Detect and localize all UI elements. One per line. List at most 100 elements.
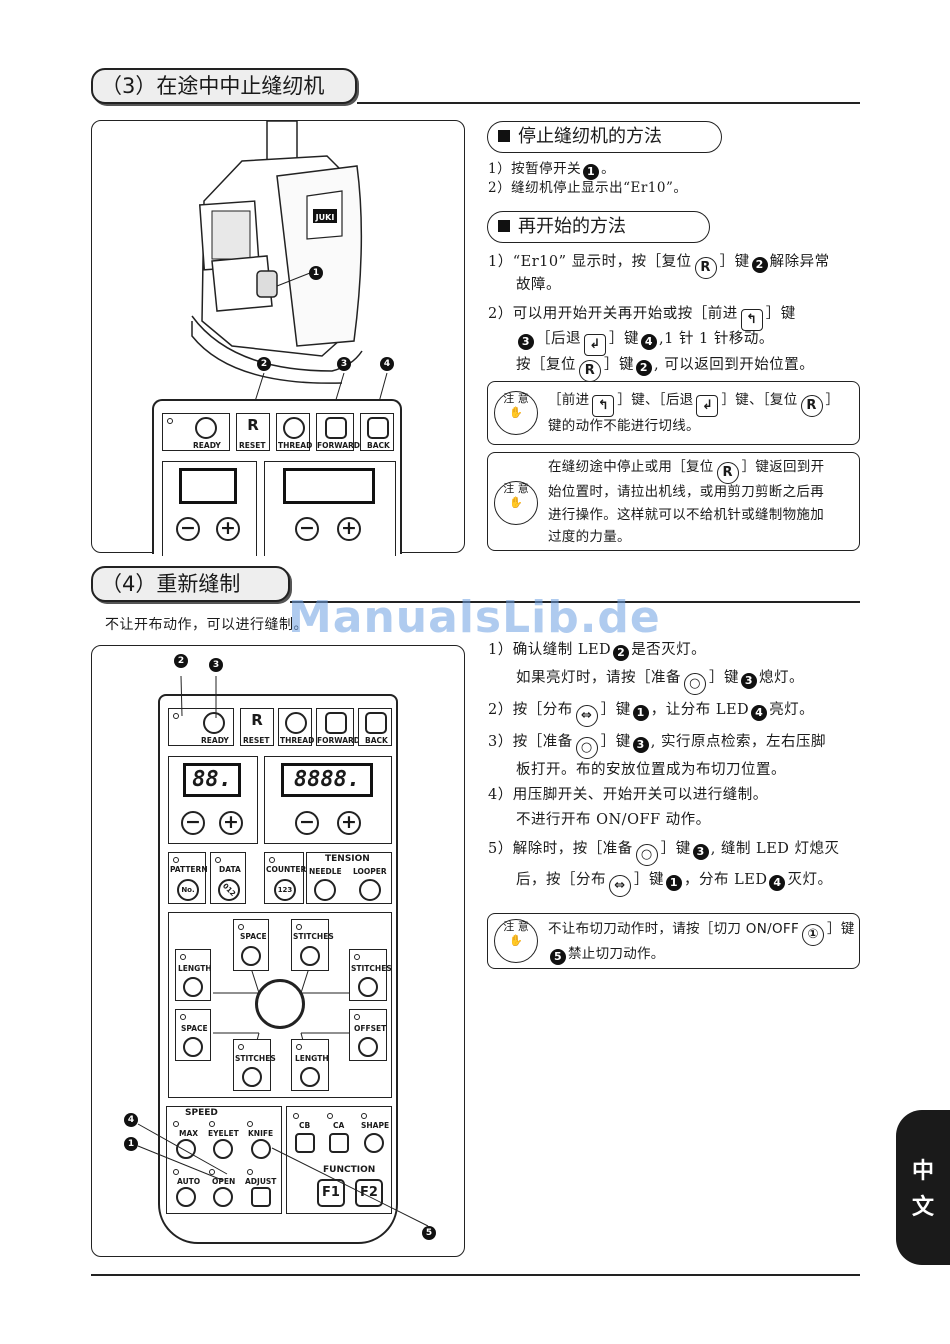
resew-step-4-line1: 4）用压脚开关、开始开关可以进行缝制。 bbox=[488, 787, 768, 803]
square-bullet-icon bbox=[498, 220, 510, 232]
f1-button[interactable]: F1 bbox=[317, 1179, 345, 1207]
auto-icon bbox=[176, 1187, 196, 1207]
stitches-bottom-led bbox=[238, 1044, 244, 1050]
section4-title-text: （4）重新缝制 bbox=[101, 572, 241, 596]
resew-step-4-line2: 不进行开布 ON/OFF 动作。 bbox=[516, 812, 711, 828]
caution-hand-icon: 注 意✋ bbox=[494, 481, 538, 525]
reset-key-icon: R bbox=[800, 395, 823, 417]
ready-key-icon: ○ bbox=[684, 673, 706, 695]
cb-key[interactable]: CB bbox=[289, 1109, 321, 1157]
reset-icon: R bbox=[251, 711, 263, 729]
num-4-icon: 4 bbox=[641, 334, 657, 350]
adjust-key[interactable]: ADJUST bbox=[243, 1167, 279, 1211]
knife-key-icon: ① bbox=[802, 924, 825, 946]
space-left-key[interactable]: SPACE bbox=[175, 1009, 211, 1061]
space-top-icon bbox=[241, 946, 261, 966]
ready-key[interactable]: READY bbox=[162, 413, 230, 451]
counter-key[interactable]: COUNTER 123 bbox=[264, 852, 306, 904]
right-minus-button[interactable]: − bbox=[295, 811, 319, 835]
space-top-key[interactable]: SPACE bbox=[233, 919, 269, 971]
stop-step-1-text: 1）按暂停开关 bbox=[488, 161, 582, 177]
section3-title-text: （3）在途中中止缝纫机 bbox=[101, 74, 325, 98]
thread-key[interactable]: THREAD bbox=[278, 708, 315, 746]
left-display: 88. bbox=[183, 763, 241, 797]
ready-label: READY bbox=[193, 441, 221, 450]
space-left-label: SPACE bbox=[181, 1024, 208, 1033]
forward-key[interactable]: FORWARD bbox=[316, 708, 360, 746]
length-bottom-key[interactable]: LENGTH bbox=[291, 1039, 329, 1091]
right-plus-button[interactable]: + bbox=[337, 517, 361, 541]
needle-tension-icon[interactable] bbox=[314, 879, 336, 901]
ca-key[interactable]: CA bbox=[323, 1109, 355, 1157]
left-minus-button[interactable]: − bbox=[176, 517, 200, 541]
resew-step-3-line2: 板打开。布的安放位置成为布切刀位置。 bbox=[516, 762, 786, 778]
thread-label: THREAD bbox=[280, 736, 315, 745]
left-plus-button[interactable]: + bbox=[219, 811, 243, 835]
language-side-tab: 中文 bbox=[896, 1110, 950, 1265]
thread-key[interactable]: THREAD bbox=[276, 413, 313, 451]
thread-icon bbox=[283, 417, 305, 439]
ready-icon bbox=[203, 712, 225, 734]
num-2-icon: 2 bbox=[751, 257, 768, 273]
back-key[interactable]: BACK bbox=[360, 413, 394, 451]
length-bottom-label: LENGTH bbox=[295, 1054, 329, 1063]
length-left-led bbox=[180, 954, 186, 960]
max-key[interactable]: MAX bbox=[169, 1119, 203, 1163]
section3-rule bbox=[357, 102, 860, 104]
stitches-top-key[interactable]: STITCHES bbox=[291, 919, 334, 971]
shape-led bbox=[361, 1113, 367, 1119]
f2-button[interactable]: F2 bbox=[355, 1179, 383, 1207]
right-minus-button[interactable]: − bbox=[295, 517, 319, 541]
data-key[interactable]: DATA 012 bbox=[210, 852, 246, 906]
ready-key[interactable]: READY bbox=[168, 708, 234, 746]
caution-2-line3: 进行操作。这样就可以不给机针或缝制物施加 bbox=[548, 507, 824, 523]
back-label: BACK bbox=[367, 441, 390, 450]
data-label: DATA bbox=[219, 865, 241, 874]
speed-label: SPEED bbox=[185, 1108, 218, 1118]
left-plus-button[interactable]: + bbox=[216, 517, 240, 541]
forward-label: FORWARD bbox=[317, 441, 361, 450]
space-left-icon bbox=[183, 1037, 203, 1057]
left-minus-button[interactable]: − bbox=[181, 811, 205, 835]
auto-label: AUTO bbox=[177, 1177, 201, 1186]
length-left-key[interactable]: LENGTH bbox=[175, 949, 212, 1001]
right-plus-button[interactable]: + bbox=[337, 811, 361, 835]
callout-3: 3 bbox=[209, 658, 223, 672]
max-icon bbox=[176, 1139, 196, 1159]
open-key[interactable]: OPEN bbox=[205, 1167, 241, 1211]
stitches-right-led bbox=[354, 954, 360, 960]
length-bottom-icon bbox=[300, 1067, 320, 1087]
eyelet-key[interactable]: EYELET bbox=[205, 1119, 241, 1163]
auto-key[interactable]: AUTO bbox=[169, 1167, 203, 1211]
caution-hand-icon: 注 意✋ bbox=[494, 919, 538, 963]
stitches-right-key[interactable]: STITCHES bbox=[349, 949, 392, 1001]
forward-icon bbox=[325, 417, 347, 439]
reset-key[interactable]: R RESET bbox=[240, 708, 274, 746]
knife-led bbox=[247, 1121, 253, 1127]
looper-tension-icon[interactable] bbox=[359, 879, 381, 901]
section3-title: （3）在途中中止缝纫机 bbox=[91, 68, 357, 104]
forward-key[interactable]: FORWARD bbox=[316, 413, 360, 451]
num-1-icon: 1 bbox=[632, 705, 649, 721]
right-display-area: 8888. − + bbox=[264, 756, 392, 844]
operation-panel-full: READY R RESET THREAD FORWARD BACK 88. − … bbox=[158, 694, 398, 1244]
knife-key[interactable]: KNIFE bbox=[243, 1119, 279, 1163]
stitches-bottom-label: STITCHES bbox=[235, 1054, 276, 1063]
reset-key[interactable]: R RESET bbox=[236, 413, 270, 451]
back-key[interactable]: BACK bbox=[358, 708, 392, 746]
shape-key[interactable]: SHAPE bbox=[357, 1109, 391, 1157]
section4-title: （4）重新缝制 bbox=[91, 566, 290, 602]
offset-key[interactable]: OFFSET bbox=[349, 1009, 387, 1061]
adjust-led bbox=[247, 1169, 253, 1175]
thread-label: THREAD bbox=[278, 441, 313, 450]
cb-label: CB bbox=[299, 1121, 311, 1130]
stitches-bottom-key[interactable]: STITCHES bbox=[233, 1039, 276, 1091]
needle-label: NEEDLE bbox=[309, 867, 342, 876]
pattern-key[interactable]: PATTERN No. bbox=[168, 852, 208, 904]
pattern-label: PATTERN bbox=[170, 865, 208, 874]
